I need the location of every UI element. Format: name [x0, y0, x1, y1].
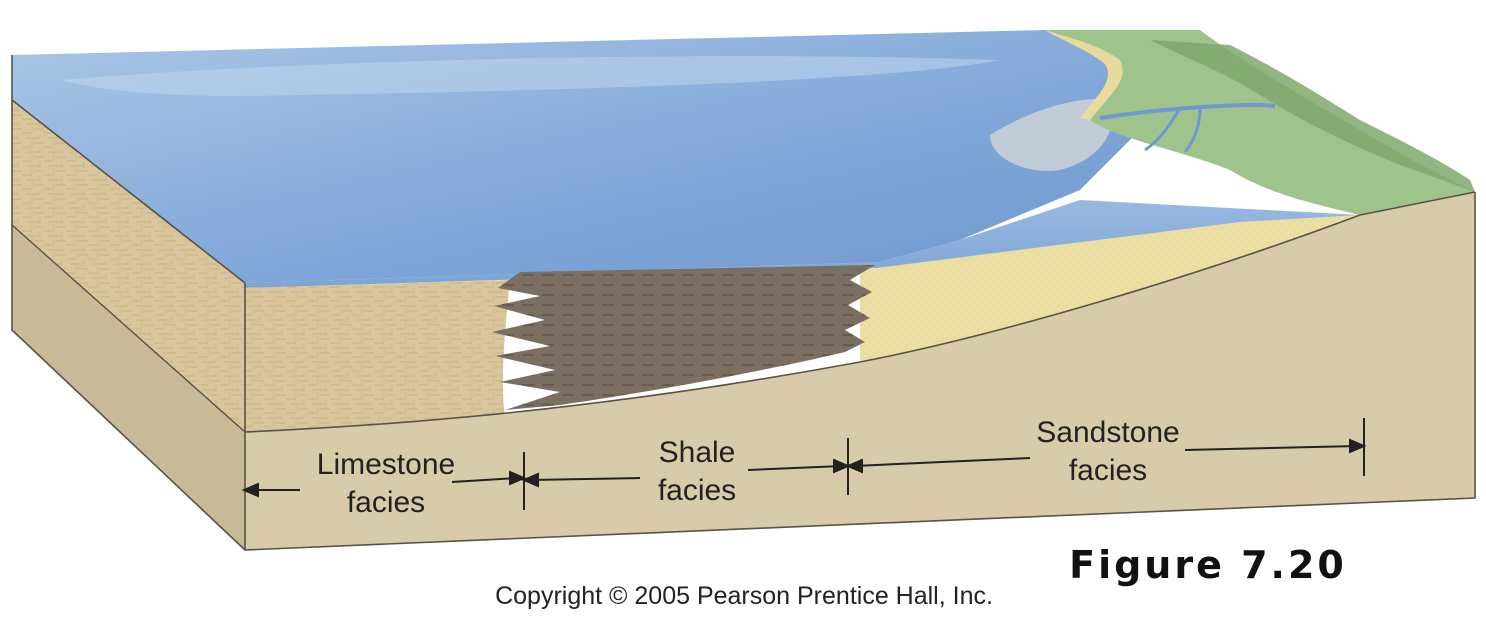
block-outline	[11, 55, 1476, 551]
river	[1099, 102, 1276, 120]
copyright-notice: Copyright © 2005 Pearson Prentice Hall, …	[495, 582, 993, 610]
shale-facies-area	[492, 265, 875, 410]
shale-arrow-right-head	[833, 458, 851, 474]
sandstone-arrow-left-head	[845, 458, 863, 474]
water-front-face	[245, 200, 1360, 288]
limestone-shale-contact	[11, 224, 246, 433]
sandstone-label-line2: facies	[1069, 454, 1147, 487]
limestone-arrow-right-head	[509, 470, 527, 486]
left-face-upper	[12, 100, 245, 432]
shale-arrow-left-head	[521, 472, 539, 488]
shale-label-line2: facies	[658, 474, 736, 507]
sandstone-facies-area	[860, 215, 1360, 362]
shale-arrow-right-line	[747, 465, 843, 471]
river-branch	[1144, 106, 1202, 153]
limestone-label-line2: facies	[347, 486, 425, 519]
sandstone-arrow-right-line	[1184, 445, 1359, 451]
left-face-lower	[12, 225, 245, 550]
limestone-arrow-left-head	[241, 482, 259, 498]
coastal-land	[1045, 30, 1475, 215]
sandstone-label-line1: Sandstone	[1036, 416, 1179, 449]
sea-surface-sheen	[60, 56, 1000, 97]
beach-strip	[1045, 30, 1123, 120]
shale-label-line1: Shale	[659, 436, 736, 469]
limestone-facies-area	[245, 280, 510, 432]
figure-number: Figure 7.20	[1069, 543, 1347, 587]
shale-arrow-left-line	[529, 477, 641, 481]
limestone-arrow-right-line	[451, 477, 519, 483]
sandstone-arrow-left-line	[853, 457, 1031, 467]
sandstone-arrow-right-head	[1349, 438, 1367, 454]
limestone-label-line1: Limestone	[317, 448, 455, 481]
facies-dimension-lines	[241, 418, 1367, 510]
hills	[1150, 40, 1475, 192]
